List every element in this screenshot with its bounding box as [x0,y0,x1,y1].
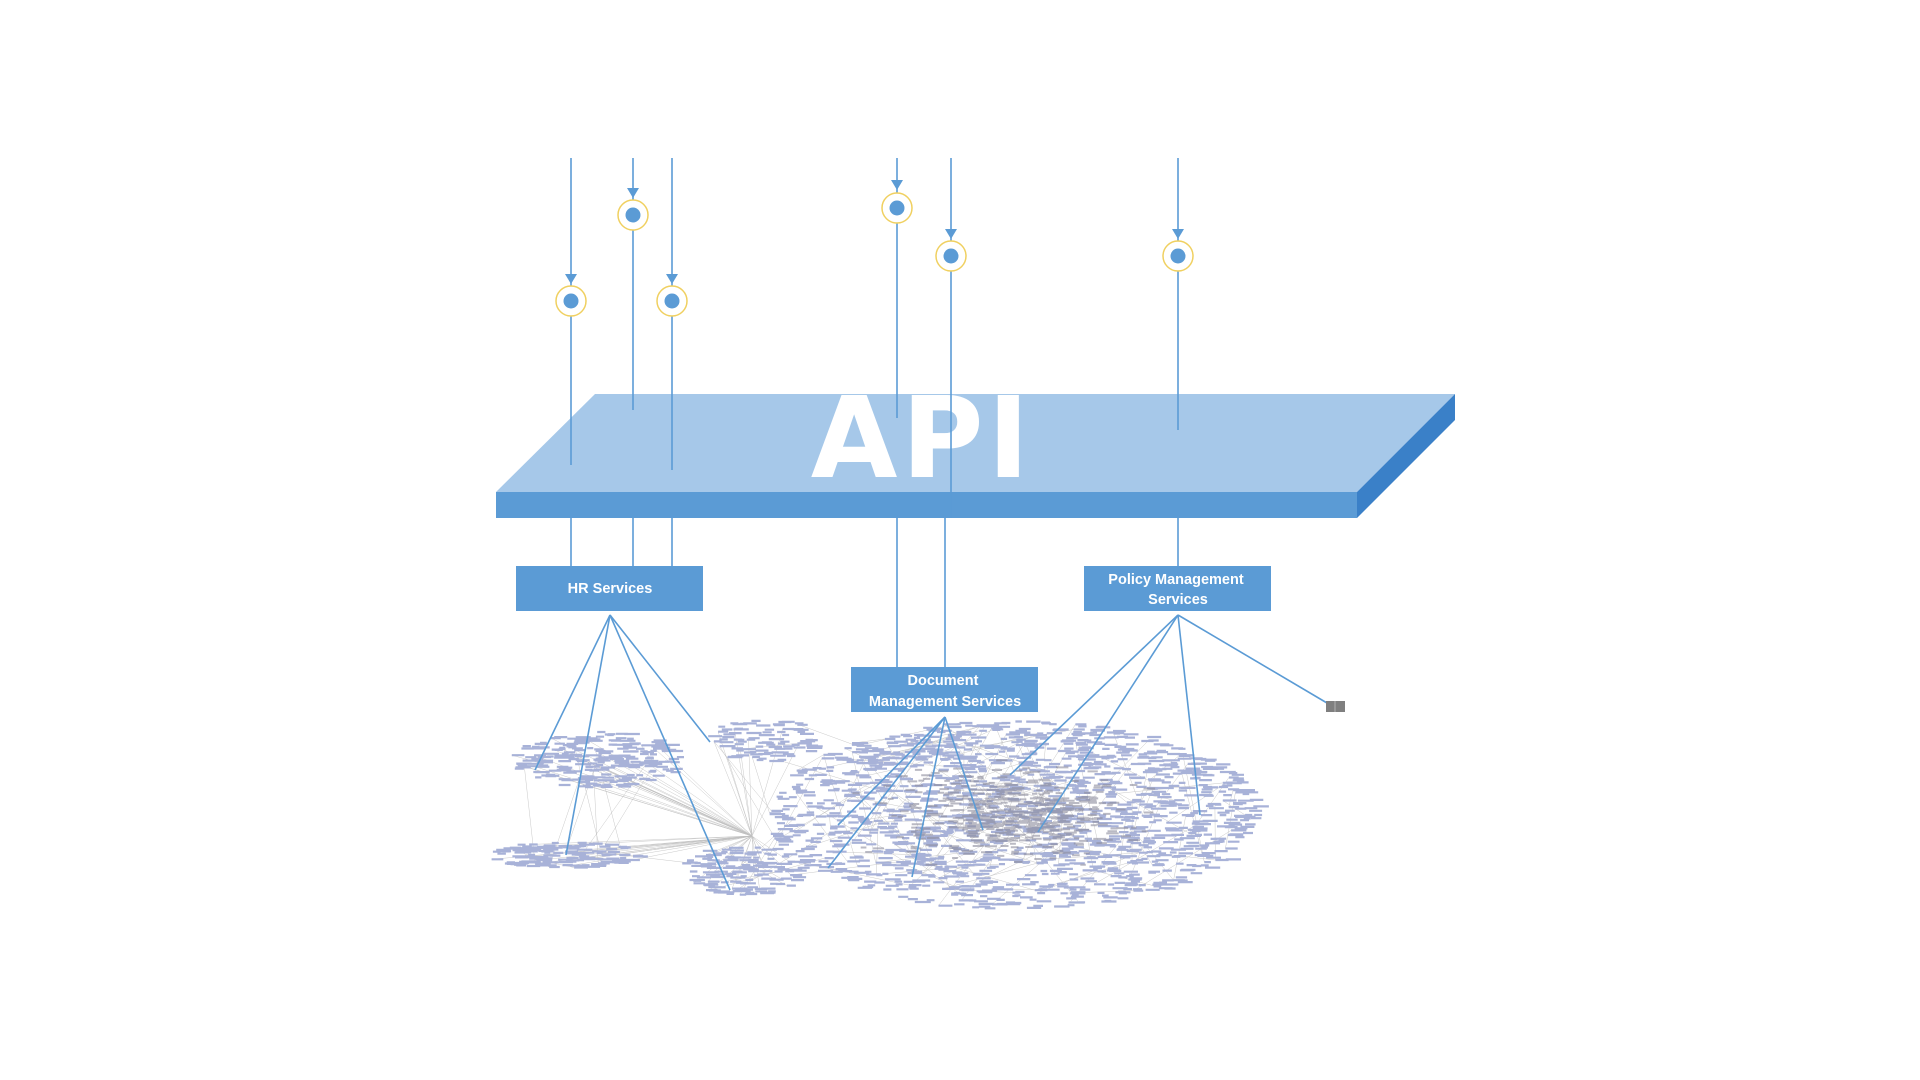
arrowhead-icon [627,188,639,198]
policy-management-services-box[interactable]: Policy Management Services [1084,566,1271,611]
incoming-request-doc [935,158,967,518]
arrowhead-icon [666,274,678,284]
incoming-request-hr [656,158,688,470]
service-boxes: HR Services Document Management Services… [516,566,1271,712]
arrowhead-icon [945,229,957,239]
policy-services-label-line-1: Policy Management [1108,572,1244,588]
doc-fanout-line [827,716,946,869]
hr-services-label: HR Services [568,581,653,597]
document-management-services-box[interactable]: Document Management Services [851,667,1038,712]
svg-text:Document Management Se: Document Management Services [869,673,1021,710]
svg-text:HR Services: HR Services [568,581,653,597]
circle-dot-icon [563,293,579,309]
arrowhead-icon [565,274,577,284]
api-slab-top [496,394,1455,492]
service-network-graph [491,719,1269,910]
circle-dot-icon [625,207,641,223]
policy-fanout-line [1009,614,1179,776]
document-services-label-line-1: Document [908,673,979,689]
circle-dot-icon [664,293,680,309]
service-fanout-lines [534,614,1328,891]
api-gateway-slab: API [496,374,1455,518]
arrowhead-icon [891,180,903,190]
hr-services-box[interactable]: HR Services [516,566,703,611]
policy-services-label-line-2: Services [1148,592,1208,608]
hr-fanout-line [609,614,711,743]
api-slab-front [496,492,1357,518]
circle-dot-icon [889,200,905,216]
arrowhead-icon [1172,229,1184,239]
incoming-request-doc [881,158,913,418]
document-services-label-line-2: Management Services [869,694,1021,710]
circle-dot-icon [1170,248,1186,264]
incoming-request-hr [555,158,587,465]
network-nodes [491,719,1269,910]
api-slab-side [1357,394,1455,518]
doc-fanout-line [911,716,946,878]
hr-fanout-line [565,614,611,856]
circle-dot-icon [943,248,959,264]
doc-fanout-line [837,716,946,826]
policy-fanout-line [1037,614,1179,833]
incoming-request-policy [1162,158,1194,430]
incoming-request-lines [555,158,1194,518]
policy-fanout-line [1177,614,1328,704]
policy-fanout-line [1177,614,1201,816]
incoming-request-hr [617,158,649,410]
doc-fanout-line [944,716,984,831]
hr-fanout-line [609,614,731,891]
api-to-service-connectors [570,518,1179,667]
api-label: API [811,374,1033,504]
svg-text:Policy Management Serv: Policy Management Services [1108,572,1247,608]
hr-fanout-line [534,614,611,771]
